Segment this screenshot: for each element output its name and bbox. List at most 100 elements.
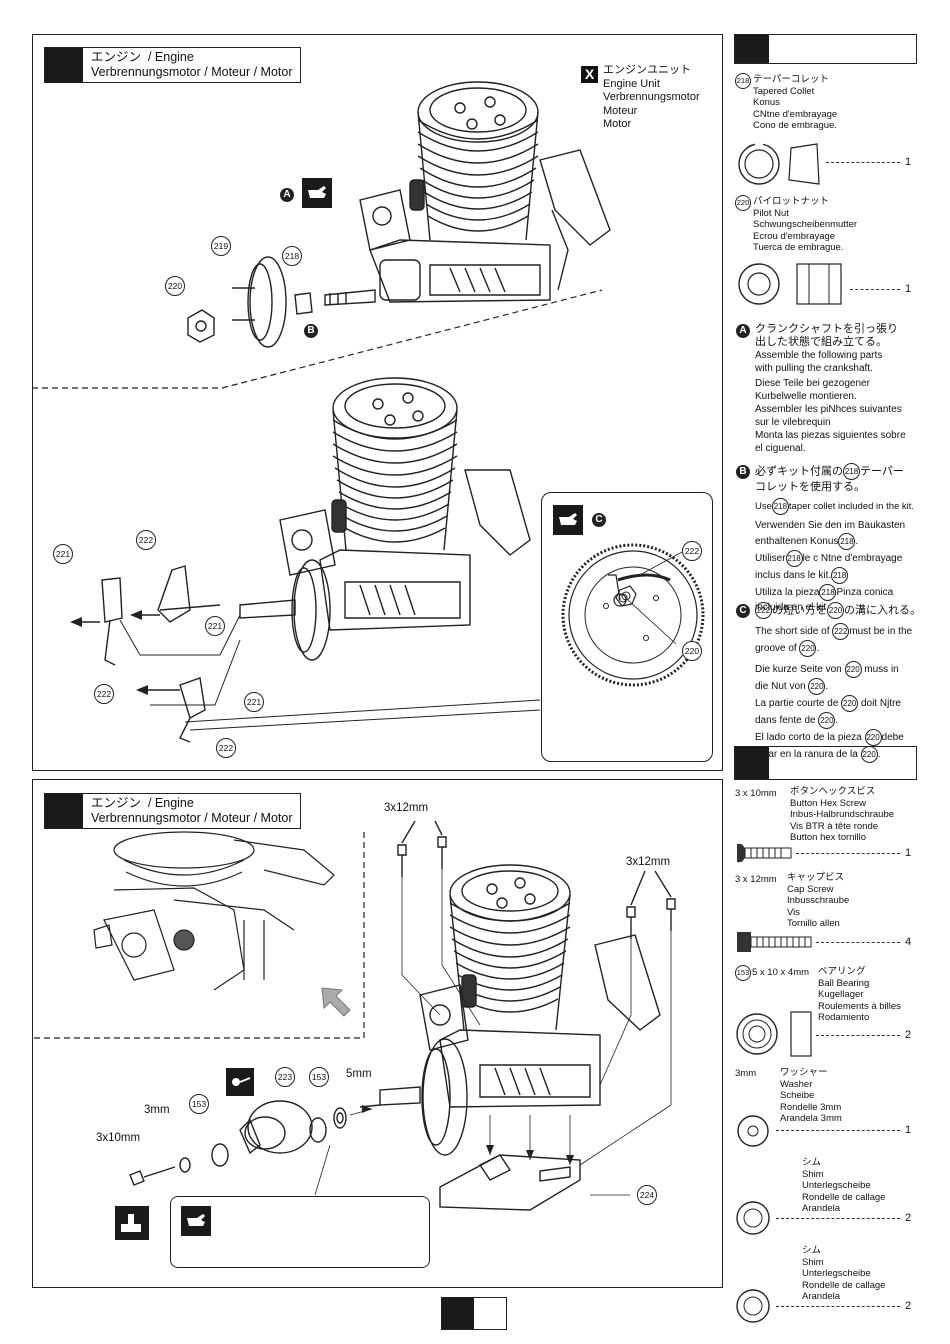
engine-illustration-bottom (70, 377, 540, 743)
tapered-collet-drawing (738, 142, 820, 185)
page-footer-logo-icon (442, 1298, 474, 1329)
grease-tool-icon (226, 1068, 254, 1096)
detail-c-gear (561, 543, 705, 687)
engine-step-panel-2 (32, 779, 723, 1288)
hand-pointer-icon-note (181, 1206, 211, 1236)
note-b-marker: B (736, 465, 750, 479)
section-2-title-ja: エンジン (91, 796, 142, 810)
note-c-marker: C (736, 604, 750, 618)
engine-unit-x-icon: X (581, 66, 598, 83)
note-a-text: クランクシャフトを引っ張り 出した状態で組み立てる。 Assemble the … (755, 323, 906, 454)
cap-screw-drawing (737, 932, 812, 952)
parts-list-panel-2 (734, 746, 917, 780)
part-shim-b-qty: 2 (905, 1300, 912, 1312)
section-1-title-en: / Engine (147, 50, 194, 64)
callout-221c: 221 (244, 692, 264, 712)
part-cap-screw-leader (816, 942, 900, 943)
part-220-num: 220 (735, 195, 751, 211)
callout-221a: 221 (53, 544, 73, 564)
parts-list-1-header-block (735, 35, 769, 63)
section-1-header: エンジン / Engine Verbrennungsmotor / Moteur… (44, 47, 302, 83)
part-220-leader (850, 289, 900, 290)
engine-mount-illustration (129, 820, 676, 1211)
washer-drawing (737, 1115, 769, 1147)
ball-bearing-drawing (736, 1011, 812, 1057)
part-cap-screw-qty: 4 (905, 936, 912, 948)
shim-a-drawing (736, 1201, 770, 1235)
callout-223: 223 (275, 1067, 295, 1087)
marker-b: B (304, 324, 318, 338)
part-button-screw-qty: 1 (905, 847, 912, 859)
section-2-title-rest: Verbrennungsmotor / Moteur / Motor (91, 811, 293, 825)
callout-219: 219 (211, 236, 231, 256)
callout-218: 218 (282, 246, 302, 266)
callout-153-right: 153 (309, 1067, 329, 1087)
part-button-screw-leader (796, 853, 900, 854)
part-bearing-size: 5 x 10 x 4mm (752, 967, 810, 978)
part-220-qty: 1 (905, 283, 912, 295)
inset-detail-drawing (34, 830, 365, 1039)
callout-222c: 222 (216, 738, 236, 758)
detail-c-box (541, 492, 713, 762)
callout-222-detail: 222 (682, 541, 702, 561)
section-1-title-ja: エンジン (91, 50, 142, 64)
callout-153-left: 153 (189, 1094, 209, 1114)
part-washer-qty: 1 (905, 1124, 912, 1136)
section-2-header: エンジン / Engine Verbrennungsmotor / Moteur… (44, 793, 302, 829)
engine-illustration-top (187, 81, 611, 348)
callout-221b: 221 (205, 616, 225, 636)
part-washer-size: 3mm (735, 1068, 757, 1079)
hand-pointer-icon-a (302, 178, 332, 208)
callout-222b: 222 (94, 684, 114, 704)
note-box-bottom (170, 1196, 430, 1268)
arrow-icon-inset (321, 987, 351, 1017)
callout-220: 220 (165, 276, 185, 296)
engine-step-panel-1 (32, 34, 723, 771)
section-1-title-rest: Verbrennungsmotor / Moteur / Motor (91, 65, 293, 79)
section-2-title-en: / Engine (147, 796, 194, 810)
parts-list-2-header-block (735, 747, 769, 779)
engine-unit-label: エンジンユニット Engine Unit Verbrennungsmotor M… (603, 64, 700, 130)
divider-dashed (32, 289, 603, 389)
part-shim-b-leader (776, 1306, 900, 1307)
part-shim-a-qty: 2 (905, 1212, 912, 1224)
part-bearing-leader (816, 1035, 900, 1036)
step-number-block-2 (45, 794, 83, 828)
part-218-num: 218 (735, 73, 751, 89)
callout-220-detail: 220 (682, 641, 702, 661)
screwdriver-tool-icon (115, 1206, 149, 1240)
label-3x12mm-left: 3x12mm (384, 802, 429, 814)
callout-222a: 222 (136, 530, 156, 550)
note-a-marker: A (736, 324, 750, 338)
marker-c: C (592, 513, 606, 527)
part-button-screw-size: 3 x 10mm (735, 788, 777, 799)
part-218-qty: 1 (905, 156, 912, 168)
part-shim-a-leader (776, 1218, 900, 1219)
button-screw-drawing (737, 843, 792, 863)
part-washer-leader (776, 1130, 900, 1131)
part-cap-screw-size: 3 x 12mm (735, 874, 777, 885)
shim-b-drawing (736, 1289, 770, 1323)
part-bearing-qty: 2 (905, 1029, 912, 1041)
step-number-block (45, 48, 83, 82)
part-218-leader (826, 162, 900, 163)
hand-pointer-icon-c (553, 505, 583, 535)
label-3x12mm-right: 3x12mm (626, 856, 671, 868)
label-5mm: 5mm (346, 1068, 372, 1080)
part-153-num: 153 (735, 965, 751, 981)
label-3x10mm: 3x10mm (96, 1132, 141, 1144)
callout-224: 224 (637, 1185, 657, 1205)
pilot-nut-drawing (738, 263, 842, 305)
marker-a: A (280, 188, 294, 202)
page-footer-box (441, 1297, 507, 1330)
